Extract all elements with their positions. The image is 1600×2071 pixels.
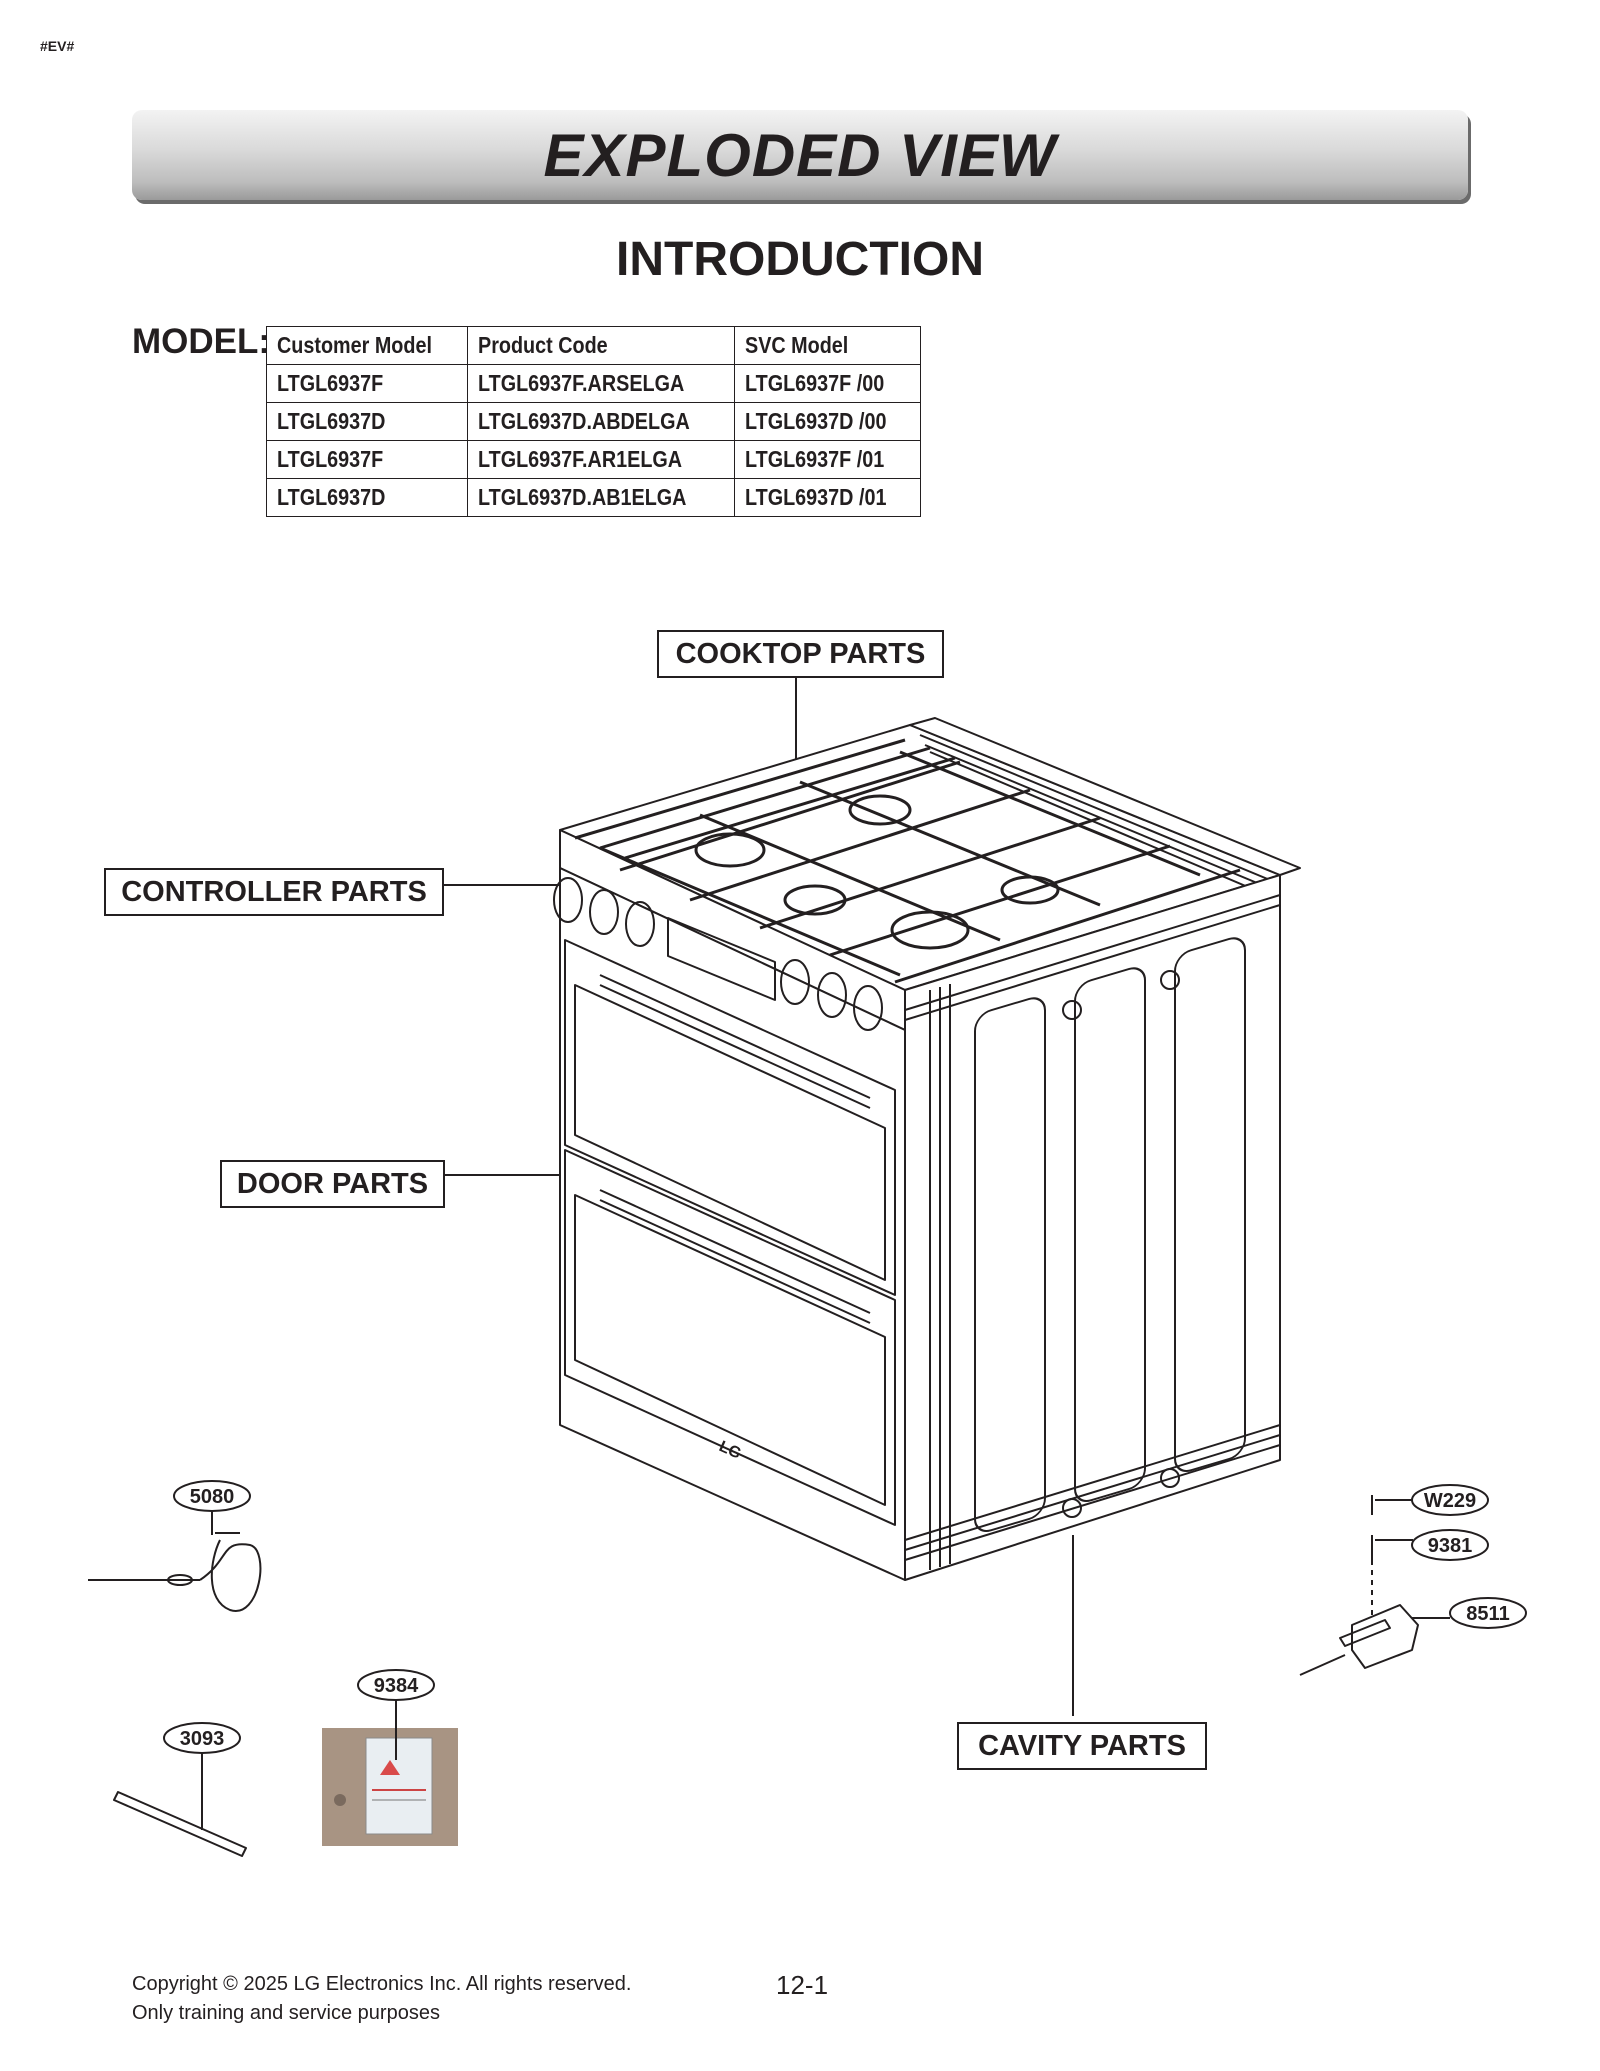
svg-text:W229: W229 — [1424, 1490, 1476, 1512]
exploded-view-banner: EXPLODED VIEW — [132, 110, 1468, 200]
part-9384-label: 9384 — [357, 1669, 435, 1701]
table-row: LTGL6937D LTGL6937D.ABDELGA LTGL6937D /0… — [265, 402, 921, 441]
part-5080-label: 5080 — [173, 1480, 251, 1512]
controller-parts-callout: CONTROLLER PARTS — [104, 868, 444, 916]
purpose-text: Only training and service purposes — [132, 2002, 440, 2024]
table-cell: LTGL6937F.ARSELGA — [467, 364, 736, 403]
svg-text:5080: 5080 — [190, 1486, 235, 1508]
table-cell: LTGL6937F /00 — [734, 364, 921, 403]
svg-text:9384: 9384 — [374, 1675, 419, 1697]
svg-text:3093: 3093 — [180, 1728, 225, 1750]
table-cell: LTGL6937F — [265, 440, 469, 479]
table-row: LTGL6937F LTGL6937F.ARSELGA LTGL6937F /0… — [265, 364, 921, 403]
part-W229-label: W229 — [1411, 1484, 1489, 1516]
table-cell: LTGL6937D — [265, 478, 469, 517]
column-header: Customer Model — [265, 326, 469, 365]
rack-rail-part — [113, 1752, 247, 1857]
column-header: SVC Model — [734, 326, 921, 365]
document-code-tag: #EV# — [40, 38, 75, 54]
table-cell: LTGL6937F.AR1ELGA — [467, 440, 736, 479]
svg-text:8511: 8511 — [1466, 1603, 1509, 1625]
part-8511-label: 8511 — [1449, 1597, 1527, 1629]
section-title: INTRODUCTION — [616, 233, 984, 286]
table-row: LTGL6937D LTGL6937D.AB1ELGA LTGL6937D /0… — [265, 478, 921, 517]
banner-title: EXPLODED VIEW — [543, 121, 1057, 189]
table-cell: LTGL6937D.ABDELGA — [467, 402, 736, 441]
cavity-parts-callout: CAVITY PARTS — [957, 1722, 1207, 1770]
model-table: Customer Model Product Code SVC Model LT… — [265, 326, 921, 517]
cooktop-grates — [574, 738, 1241, 984]
table-cell: LTGL6937D /00 — [734, 402, 921, 441]
copyright-text: Copyright © 2025 LG Electronics Inc. All… — [132, 1973, 632, 1995]
page-number: 12-1 — [776, 1970, 829, 2000]
part-3093-label: 3093 — [163, 1722, 241, 1754]
range-body: LG — [553, 717, 1301, 1581]
parts-bag-photo — [322, 1700, 458, 1846]
svg-text:9381: 9381 — [1428, 1535, 1473, 1557]
table-cell: LTGL6937D — [265, 402, 469, 441]
table-cell: LTGL6937F — [265, 364, 469, 403]
model-label: MODEL: — [132, 322, 271, 361]
table-cell: LTGL6937D /01 — [734, 478, 921, 517]
anti-tip-bracket-part — [1299, 1495, 1450, 1676]
meat-probe-part — [88, 1510, 262, 1612]
table-row: LTGL6937F LTGL6937F.AR1ELGA LTGL6937F /0… — [265, 440, 921, 479]
table-cell: LTGL6937F /01 — [734, 440, 921, 479]
table-cell: LTGL6937D.AB1ELGA — [467, 478, 736, 517]
door-parts-callout: DOOR PARTS — [220, 1160, 445, 1208]
footer-copyright: Copyright © 2025 LG Electronics Inc. All… — [132, 1970, 631, 2028]
part-9381-label: 9381 — [1411, 1529, 1489, 1561]
cooktop-parts-callout: COOKTOP PARTS — [657, 630, 944, 678]
